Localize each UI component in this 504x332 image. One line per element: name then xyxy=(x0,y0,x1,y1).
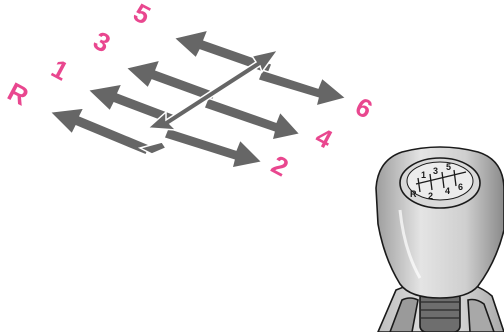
knob-mark-first: 1 xyxy=(421,170,426,180)
knob-mark-reverse: R xyxy=(410,189,417,199)
gear-label-third: 3 xyxy=(89,25,116,58)
knob-shift-engraving xyxy=(415,169,467,193)
gear-label-reverse: R xyxy=(3,76,34,111)
arrow-third xyxy=(124,58,217,103)
gear-label-fourth: 4 xyxy=(311,121,338,155)
knob-mark-fourth: 4 xyxy=(445,186,450,196)
arrow-fourth xyxy=(203,97,302,141)
arrow-diagonal xyxy=(146,48,280,131)
boot-fold-left xyxy=(389,297,419,332)
neutral-wedge xyxy=(137,141,168,155)
knob-mark-sixth: 6 xyxy=(458,182,463,192)
gear-knob: R 1 3 5 2 4 6 xyxy=(375,146,504,332)
shift-arrows xyxy=(48,28,348,169)
gear-label-sixth: 6 xyxy=(351,91,378,124)
arrow-second xyxy=(163,127,264,169)
arrow-fifth xyxy=(172,28,273,75)
knob-mark-third: 3 xyxy=(433,166,438,176)
knob-mark-fifth: 5 xyxy=(446,162,451,172)
arrow-reverse xyxy=(48,107,151,156)
arrow-sixth xyxy=(256,69,348,108)
gear-label-second: 2 xyxy=(267,149,294,182)
knob-gear-markings: R 1 3 5 2 4 6 xyxy=(410,162,463,201)
knob-mark-second: 2 xyxy=(428,191,433,201)
boot-fold-right xyxy=(467,298,495,332)
gear-label-first: 1 xyxy=(47,53,74,86)
knob-highlight xyxy=(398,209,422,279)
gear-label-fifth: 5 xyxy=(129,0,156,30)
